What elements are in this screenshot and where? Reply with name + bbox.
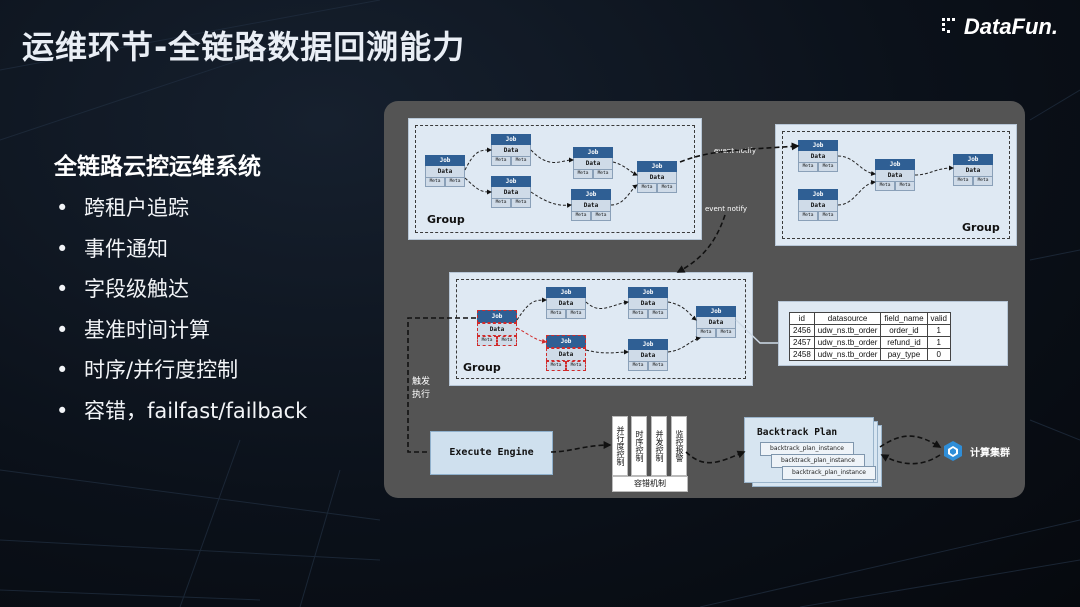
backtrack-plan-title: Backtrack Plan — [757, 427, 838, 438]
fault-tolerance-box: 容错机制 — [612, 476, 688, 492]
datafun-logo: DataFun. — [941, 14, 1058, 40]
group-label: Group — [463, 361, 501, 374]
list-item: •事件通知 — [56, 236, 168, 261]
list-item: •时序/并行度控制 — [56, 358, 239, 382]
list-item: •容错，failfast/failback — [56, 398, 308, 423]
group-label: Group — [427, 213, 465, 226]
execute-engine-box: Execute Engine — [430, 431, 553, 475]
compute-cluster-label: 计算集群 — [970, 448, 1010, 459]
event-notify-label: event notify — [705, 205, 748, 213]
trigger-label: 触发执行 — [412, 377, 431, 400]
section-subtitle: 全链路云控运维系统 — [54, 154, 261, 180]
parallelism-control-box: 并行度控制 — [612, 416, 628, 476]
page-title: 运维环节-全链路数据回溯能力 — [22, 28, 466, 66]
logo-dots-icon — [941, 18, 960, 36]
group-label: Group — [962, 221, 1000, 234]
concurrency-control-box: 并发控制 — [651, 416, 667, 476]
list-item: •基准时间计算 — [56, 317, 210, 342]
compute-cluster-icon — [944, 441, 962, 461]
list-item: •字段级触达 — [56, 277, 189, 301]
timing-control-box: 时序控制 — [631, 416, 647, 476]
monitor-alert-box: 监控报警 — [671, 416, 687, 476]
feature-list: •跨租户追踪 •事件通知 •字段级触达 •基准时间计算 •时序/并行度控制 •容… — [56, 190, 307, 433]
plan-instance: backtrack_plan_instance — [782, 466, 876, 480]
list-item: •跨租户追踪 — [56, 196, 189, 220]
logo-text: DataFun. — [963, 14, 1058, 39]
